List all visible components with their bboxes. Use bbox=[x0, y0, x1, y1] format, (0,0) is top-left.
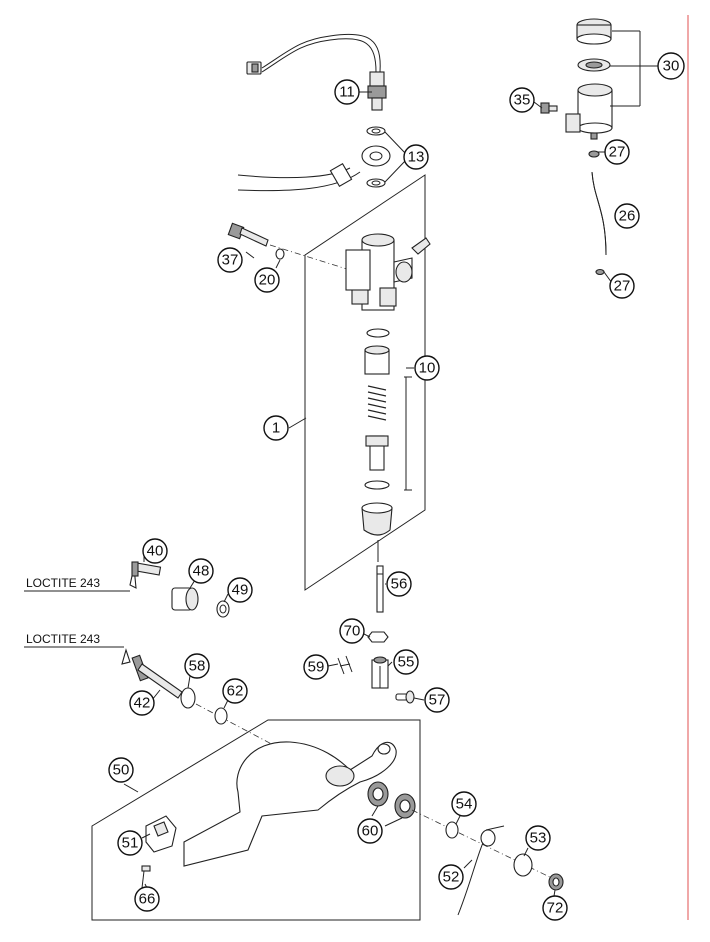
return-spring-part bbox=[457, 825, 505, 916]
o-ring-part bbox=[216, 600, 230, 618]
svg-text:60: 60 bbox=[362, 823, 379, 840]
svg-text:59: 59 bbox=[308, 659, 325, 676]
brake-pedal-part bbox=[183, 741, 397, 867]
callout-49: 49 bbox=[227, 577, 253, 603]
callout-20: 20 bbox=[254, 267, 280, 293]
callout-42: 42 bbox=[129, 690, 155, 716]
callout-37: 37 bbox=[217, 247, 243, 273]
callout-30: 30 bbox=[657, 52, 685, 80]
reservoir-part bbox=[565, 18, 613, 140]
fork-head-part bbox=[371, 656, 389, 689]
svg-text:37: 37 bbox=[222, 252, 239, 269]
callout-66: 66 bbox=[134, 886, 160, 912]
adjusting-screw-part bbox=[129, 561, 162, 589]
brake-light-switch-part bbox=[246, 33, 387, 111]
callout-57: 57 bbox=[424, 687, 450, 713]
svg-text:70: 70 bbox=[344, 623, 361, 640]
spring-clip-part bbox=[337, 655, 353, 675]
svg-text:72: 72 bbox=[547, 900, 564, 917]
svg-text:30: 30 bbox=[663, 58, 680, 75]
bolt-part bbox=[227, 222, 269, 247]
piston-kit-part bbox=[361, 328, 393, 562]
callout-58: 58 bbox=[184, 653, 210, 679]
svg-text:27: 27 bbox=[614, 278, 631, 295]
pedal-pivot-hole bbox=[325, 765, 355, 787]
callout-10: 10 bbox=[414, 355, 440, 381]
pivot-bolt-part bbox=[121, 648, 183, 699]
svg-text:66: 66 bbox=[139, 891, 156, 908]
hose-clamp-part-bottom bbox=[595, 268, 605, 276]
callout-35: 35 bbox=[509, 87, 535, 113]
svg-text:20: 20 bbox=[259, 272, 276, 289]
svg-text:57: 57 bbox=[429, 692, 446, 709]
callout-27-top: 27 bbox=[604, 139, 630, 165]
spring-washer-part bbox=[513, 853, 533, 877]
callout-59: 59 bbox=[303, 654, 329, 680]
callout-53: 53 bbox=[525, 825, 551, 851]
stop-screw-part bbox=[141, 865, 151, 889]
svg-text:48: 48 bbox=[193, 563, 210, 580]
svg-text:26: 26 bbox=[619, 208, 636, 225]
svg-text:42: 42 bbox=[134, 695, 151, 712]
washer-part bbox=[275, 248, 285, 260]
svg-text:49: 49 bbox=[232, 582, 249, 599]
banjo-fitting-part bbox=[237, 126, 391, 192]
bearing-part-2 bbox=[394, 793, 416, 819]
callout-54: 54 bbox=[451, 791, 477, 817]
loctite-note-1: LOCTITE 243 bbox=[26, 576, 100, 590]
callout-72: 72 bbox=[542, 895, 568, 921]
svg-text:58: 58 bbox=[189, 658, 206, 675]
callout-27-bottom: 27 bbox=[609, 273, 635, 299]
callout-55: 55 bbox=[393, 649, 419, 675]
svg-text:50: 50 bbox=[113, 762, 130, 779]
master-cylinder-assembly-outline bbox=[304, 174, 426, 591]
callout-60: 60 bbox=[357, 818, 383, 844]
hose-clamp-part-top bbox=[588, 150, 600, 158]
collar-nut-part bbox=[548, 873, 564, 891]
reservoir-hose-part bbox=[591, 171, 607, 256]
svg-text:35: 35 bbox=[514, 92, 531, 109]
svg-text:51: 51 bbox=[122, 835, 139, 852]
svg-text:56: 56 bbox=[391, 576, 408, 593]
pedal-stop-part bbox=[145, 815, 177, 853]
callout-56: 56 bbox=[386, 571, 412, 597]
nut-part bbox=[367, 631, 389, 643]
svg-text:54: 54 bbox=[456, 796, 473, 813]
reservoir-screw-part bbox=[540, 102, 558, 114]
master-cylinder-body-part bbox=[345, 233, 431, 311]
svg-text:53: 53 bbox=[530, 830, 547, 847]
svg-text:10: 10 bbox=[419, 360, 436, 377]
svg-text:40: 40 bbox=[147, 543, 164, 560]
bearing-part-1 bbox=[367, 781, 389, 807]
callout-51: 51 bbox=[117, 830, 143, 856]
callout-40: 40 bbox=[142, 538, 168, 564]
svg-text:11: 11 bbox=[339, 84, 355, 101]
pedal-tip-hole bbox=[377, 743, 391, 755]
push-rod-part bbox=[376, 565, 384, 613]
svg-text:27: 27 bbox=[609, 144, 626, 161]
callout-13: 13 bbox=[403, 144, 429, 170]
callout-11: 11 bbox=[334, 79, 360, 105]
callout-70: 70 bbox=[339, 618, 365, 644]
bushing-part bbox=[171, 587, 199, 611]
pivot-ring-part bbox=[214, 707, 228, 725]
callout-1: 1 bbox=[263, 415, 289, 441]
shim-washer-part bbox=[445, 821, 459, 839]
callout-62: 62 bbox=[222, 678, 248, 704]
callout-52: 52 bbox=[438, 864, 464, 890]
svg-text:62: 62 bbox=[227, 683, 244, 700]
clevis-pin-part bbox=[395, 690, 415, 704]
svg-text:55: 55 bbox=[398, 654, 415, 671]
svg-text:52: 52 bbox=[443, 869, 460, 886]
callout-48: 48 bbox=[188, 558, 214, 584]
pivot-washer-part bbox=[180, 687, 196, 709]
brake-pedal-assembly-outline bbox=[91, 719, 421, 921]
callout-26: 26 bbox=[614, 203, 640, 229]
svg-text:13: 13 bbox=[408, 149, 425, 166]
callout-50: 50 bbox=[108, 757, 134, 783]
svg-text:1: 1 bbox=[272, 420, 280, 437]
loctite-note-2: LOCTITE 243 bbox=[26, 632, 100, 646]
